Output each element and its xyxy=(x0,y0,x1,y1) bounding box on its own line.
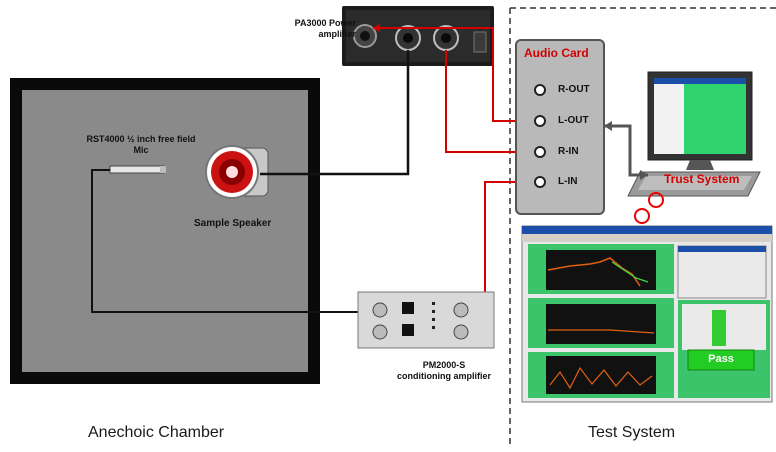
indicator-ring-icon xyxy=(648,192,664,208)
port-icon xyxy=(534,84,546,96)
response-curve xyxy=(547,257,641,287)
response-curve xyxy=(549,366,653,390)
anechoic-chamber-interior xyxy=(22,90,308,372)
port-icon xyxy=(534,176,546,188)
port-label-r-in: R-IN xyxy=(558,146,579,157)
port-label-l-in: L-IN xyxy=(558,176,578,187)
mic-cable xyxy=(91,169,366,313)
microphone xyxy=(109,165,165,174)
chamber-label: Anechoic Chamber xyxy=(88,424,225,441)
power-amplifier xyxy=(342,6,494,66)
pass-label: Pass xyxy=(708,353,734,365)
port-label-r-out: R-OUT xyxy=(558,84,590,95)
audio-card xyxy=(515,39,605,215)
speaker-label: Sample Speaker xyxy=(194,218,272,229)
conditioning-amplifier xyxy=(357,291,495,349)
speaker-cable xyxy=(260,50,410,176)
mic-label: RST4000 ½ inch free field Mic xyxy=(86,134,196,155)
cond-amp-label: PM2000-S conditioning amplifier xyxy=(397,360,491,381)
port-label-l-out: L-OUT xyxy=(558,115,589,126)
audio-card-link xyxy=(604,124,648,177)
bnc-connector-icon xyxy=(372,324,388,340)
port-icon xyxy=(534,146,546,158)
port-icon xyxy=(534,115,546,127)
bnc-connector-icon xyxy=(453,302,469,318)
computer-icon xyxy=(627,71,761,197)
response-curve xyxy=(548,329,655,334)
audio-card-label: Audio Card xyxy=(524,46,589,60)
speaker-icon xyxy=(205,145,269,199)
indicator-ring-icon xyxy=(634,208,650,224)
power-amp-label: PA3000 Power amplifier xyxy=(294,18,356,39)
trust-system-label: Trust System xyxy=(664,172,740,186)
test-system-label: Test System xyxy=(588,424,676,441)
pass-indicator xyxy=(687,349,755,371)
bnc-connector-icon xyxy=(372,302,388,318)
software-window xyxy=(521,225,773,403)
r-in-cable xyxy=(445,50,540,153)
bnc-connector-icon xyxy=(453,324,469,340)
